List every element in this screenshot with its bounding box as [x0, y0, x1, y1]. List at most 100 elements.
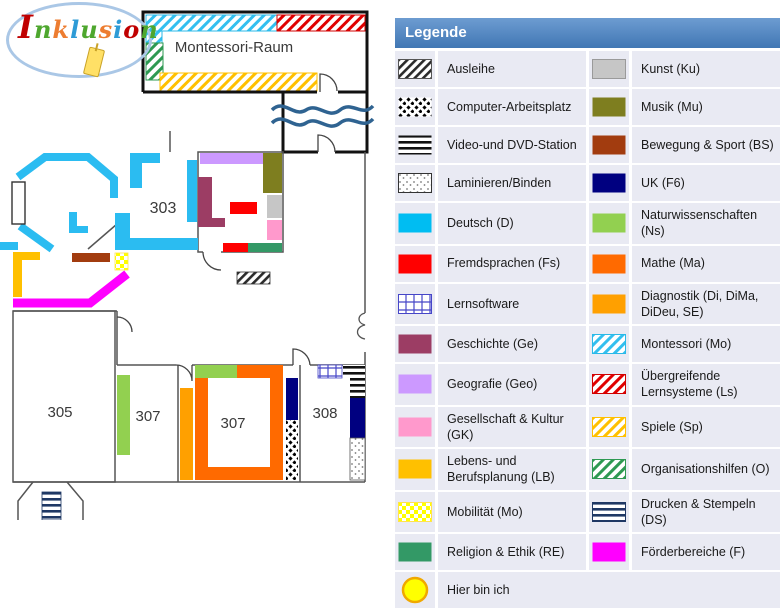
- door-inner-room: [202, 251, 222, 271]
- video-swatch: [395, 127, 435, 163]
- legend-panel: Legende Ausleihe Kunst (Ku) Computer-Arb…: [395, 18, 780, 610]
- door-308: [292, 348, 311, 366]
- logo-letter: s: [98, 15, 114, 44]
- geografie-swatch: [395, 364, 435, 405]
- naturwissen-swatch: [589, 203, 629, 244]
- label-307a: 307: [135, 408, 160, 425]
- mathe-shelf: [270, 365, 283, 480]
- geografie-shelf: [200, 153, 263, 164]
- logo-letter: n: [140, 15, 159, 44]
- mobilitaet-swatch: [395, 491, 435, 532]
- computer-swatch: [395, 89, 435, 125]
- naturwissenschaften-shelf: [117, 375, 130, 455]
- legend-label: Deutsch (D): [438, 203, 586, 244]
- legend-label: Religion & Ethik (RE): [438, 534, 586, 570]
- legend-row: Hier bin ich: [395, 572, 780, 608]
- legend-label: Kunst (Ku): [632, 51, 780, 87]
- legend-label: Förderbereiche (F): [632, 534, 780, 570]
- inner-room-shelves: [198, 153, 282, 252]
- lernsoftware-swatch: [395, 283, 435, 324]
- legend-label: Geografie (Geo): [438, 364, 586, 405]
- legend-row: Laminieren/Binden UK (F6): [395, 165, 780, 201]
- uk-swatch: [589, 165, 629, 201]
- window-opening: [11, 181, 26, 225]
- legend-label: Montessori (Mo): [632, 326, 780, 362]
- legend-title: Legende: [395, 18, 780, 48]
- ausleihe-swatch: [395, 51, 435, 87]
- mobilitaet-shelf: [114, 252, 129, 271]
- legend-label: Lernsoftware: [438, 283, 586, 324]
- musik-shelf: [263, 153, 282, 193]
- logo-letter: u: [80, 15, 99, 44]
- legend-row: Ausleihe Kunst (Ku): [395, 51, 780, 87]
- legend-row: Gesellschaft & Kultur (GK) Spiele (Sp): [395, 406, 780, 447]
- room303-deutsch-shelves: [0, 153, 198, 253]
- logo-letter: n: [33, 15, 53, 44]
- rooms-307-308-shelves: [41, 364, 366, 521]
- floor-plan: Montessori-Raum 303 305 307 307 308: [0, 0, 390, 521]
- legend-label: Übergreifende Lernsysteme (Ls): [632, 364, 780, 405]
- legend-label: Video-und DVD-Station: [438, 127, 586, 163]
- legend-label: Mobilität (Mo): [438, 491, 586, 532]
- laminieren-swatch: [395, 165, 435, 201]
- diagnostik-swatch: [589, 283, 629, 324]
- lebens-shelf: [13, 252, 40, 260]
- uk-shelf: [286, 378, 298, 420]
- fremdsprachen-shelf: [230, 202, 257, 214]
- label-303: 303: [150, 200, 177, 217]
- geschichte-shelf: [198, 177, 212, 227]
- religion-swatch: [395, 534, 435, 570]
- label-305: 305: [47, 404, 72, 421]
- label-308: 308: [312, 405, 337, 422]
- video-dvd-station: [350, 378, 365, 398]
- legend-label: Lebens- und Berufsplanung (LB): [438, 449, 586, 490]
- legend-label: Organisationshilfen (O): [632, 449, 780, 490]
- inklusion-logo: Inklusion: [4, 0, 158, 84]
- door-montessori: [319, 73, 338, 92]
- legend-label: Bewegung & Sport (BS): [632, 127, 780, 163]
- foerder-swatch: [589, 534, 629, 570]
- musik-swatch: [589, 89, 629, 125]
- drucken-stempeln: [41, 491, 62, 521]
- label-307b: 307: [220, 415, 245, 432]
- logo-letter: I: [18, 8, 34, 46]
- logo-oval: [6, 2, 152, 78]
- geschichte-swatch: [395, 326, 435, 362]
- legend-row: Lebens- und Berufsplanung (LB) Organisat…: [395, 449, 780, 490]
- mathe-swatch: [589, 245, 629, 282]
- drucken-swatch: [589, 491, 629, 532]
- legend-row: Deutsch (D) Naturwissenschaften (Ns): [395, 203, 780, 244]
- uebergreifende-swatch: [589, 364, 629, 405]
- legend-label: Spiele (Sp): [632, 406, 780, 447]
- door-307b: [175, 364, 193, 382]
- legend-label: Diagnostik (Di, DiMa, DiDeu, SE): [632, 283, 780, 324]
- logo-letter: l: [70, 15, 81, 44]
- gesellschaft-shelf: [267, 220, 282, 240]
- legend-label: Drucken & Stempeln (DS): [632, 491, 780, 532]
- logo-letter: k: [52, 15, 71, 44]
- legend-row: Geschichte (Ge) Montessori (Mo): [395, 326, 780, 362]
- legend-rows: Ausleihe Kunst (Ku) Computer-Arbeitsplat…: [395, 51, 780, 608]
- room303-features: [13, 252, 271, 308]
- legend-label: Ausleihe: [438, 51, 586, 87]
- legend-label: UK (F6): [632, 165, 780, 201]
- legend-row: Lernsoftware Diagnostik (Di, DiMa, DiDeu…: [395, 283, 780, 324]
- organisation-swatch: [589, 449, 629, 490]
- door-arcs: [116, 73, 338, 382]
- geschichte-shelf: [198, 218, 225, 227]
- montessori-swatch: [589, 326, 629, 362]
- diagnostik-shelf: [180, 388, 193, 480]
- legend-label: Gesellschaft & Kultur (GK): [438, 406, 586, 447]
- gesellschaft-swatch: [395, 406, 435, 447]
- legend-row: Video-und DVD-Station Bewegung & Sport (…: [395, 127, 780, 163]
- foerderbereiche-shelf: [13, 270, 130, 308]
- logo-letter: i: [113, 15, 124, 44]
- bewegung-swatch: [589, 127, 629, 163]
- label-montessori: Montessori-Raum: [175, 39, 293, 56]
- legend-label: Fremdsprachen (Fs): [438, 245, 586, 282]
- computer-arbeitsplatz: [286, 420, 298, 480]
- legend-label: Mathe (Ma): [632, 245, 780, 282]
- legend-label: Musik (Mu): [632, 89, 780, 125]
- door-corridor-305: [116, 316, 133, 333]
- logo-text: Inklusion: [18, 8, 159, 46]
